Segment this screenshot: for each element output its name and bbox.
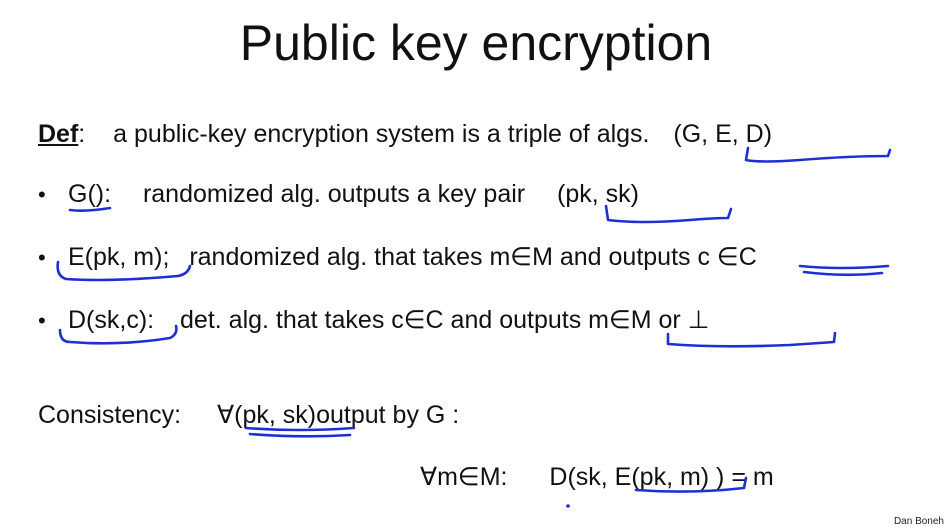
definition-line: Def: a public-key encryption system is a… bbox=[38, 117, 772, 151]
bullet-decrypt: • D(sk,c): det. alg. that takes c∈C and o… bbox=[38, 303, 709, 338]
equation-lhs: ∀m∈M: bbox=[420, 463, 508, 491]
consistency-line: Consistency: ∀(pk, sk)output by G : bbox=[38, 398, 459, 432]
bullet-encrypt-text: randomized alg. that takes m∈M and outpu… bbox=[189, 243, 691, 271]
bullet-decrypt-name: D(sk,c): bbox=[68, 306, 155, 334]
bullet-keygen-name: G(): bbox=[68, 180, 112, 208]
author-credit: Dan Boneh bbox=[893, 516, 944, 527]
bullet-encrypt-name: E(pk, m); bbox=[68, 243, 170, 271]
equation-body: D(sk, E(pk, m) ) = m bbox=[549, 463, 774, 491]
bullet-encrypt: • E(pk, m); randomized alg. that takes m∈… bbox=[38, 240, 757, 275]
definition-triple: (G, E, D) bbox=[673, 120, 773, 148]
bullet-decrypt-tail: m∈M or ⊥ bbox=[588, 306, 710, 334]
consistency-equation-line: ∀m∈M: D(sk, E(pk, m) ) = m bbox=[420, 460, 774, 494]
bullet-keygen-text: randomized alg. outputs a key pair bbox=[142, 180, 526, 208]
consistency-quantifier: ∀(pk, sk) bbox=[217, 401, 317, 429]
bullet-keygen: • G(): randomized alg. outputs a key pair… bbox=[38, 177, 639, 212]
bullet-symbol: • bbox=[38, 182, 46, 207]
ink-underline-ciphertext-2 bbox=[802, 270, 884, 277]
definition-separator: : bbox=[78, 120, 86, 148]
ink-dot bbox=[566, 504, 570, 508]
bullet-encrypt-tail: c ∈C bbox=[697, 243, 757, 271]
bullet-symbol: • bbox=[38, 245, 46, 270]
consistency-label: Consistency: bbox=[38, 401, 182, 429]
ink-underline-consistency-2 bbox=[248, 432, 352, 438]
bullet-decrypt-text: det. alg. that takes c∈C and outputs bbox=[180, 306, 582, 334]
definition-text: a public-key encryption system is a trip… bbox=[113, 120, 650, 148]
bullet-keygen-tail: (pk, sk) bbox=[557, 180, 639, 208]
definition-label: Def bbox=[38, 120, 79, 148]
consistency-text: output by G : bbox=[316, 401, 460, 429]
ink-underline-ciphertext-1 bbox=[798, 264, 890, 270]
slide-title: Public key encryption bbox=[239, 15, 713, 71]
bullet-symbol: • bbox=[38, 308, 46, 333]
